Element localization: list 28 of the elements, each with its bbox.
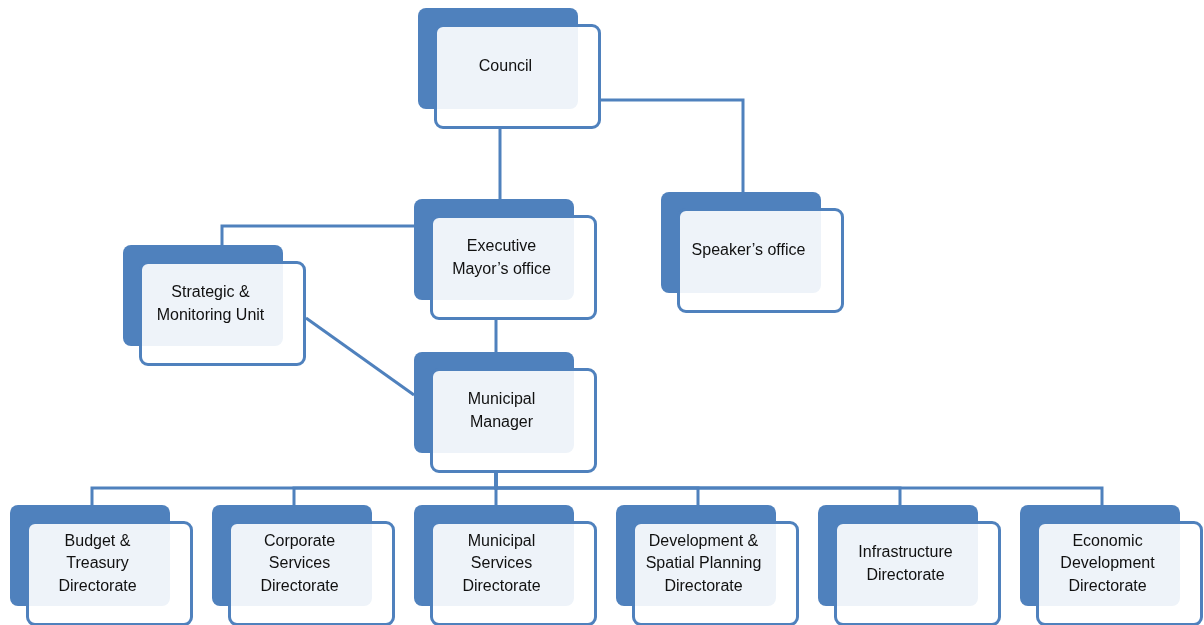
org-unit-box <box>414 352 597 473</box>
org-unit-box <box>1020 505 1203 625</box>
unit-name: Speaker’s office <box>690 240 807 261</box>
org-unit-box <box>616 505 799 625</box>
connector-line <box>494 320 498 352</box>
org-unit-box <box>414 199 597 320</box>
unit-name: Municipal Manager <box>466 389 537 432</box>
unit-name: Strategic & Monitoring Unit <box>155 282 266 325</box>
unit-name: Corporate Services Directorate <box>259 530 340 596</box>
org-unit-box <box>414 505 597 625</box>
org-unit-box <box>818 505 1001 625</box>
unit-name: Council <box>477 56 534 77</box>
connector-line <box>601 98 745 192</box>
connector-line <box>220 224 414 245</box>
connector-line <box>305 316 415 397</box>
unit-name: Economic Development Directorate <box>1059 530 1156 596</box>
unit-name: Executive Mayor’s office <box>451 236 552 279</box>
connector-line <box>494 473 1104 505</box>
org-unit-box <box>418 8 601 129</box>
org-unit-box <box>10 505 193 625</box>
unit-name: Infrastructure Directorate <box>857 542 954 585</box>
connector-line <box>498 129 502 199</box>
unit-name: Development & Spatial Planning Directorate <box>644 530 763 596</box>
org-unit-box <box>123 245 306 366</box>
org-unit-box <box>212 505 395 625</box>
org-unit-box <box>661 192 844 313</box>
unit-name: Budget & Treasury Directorate <box>57 530 138 596</box>
unit-name: Municipal Services Directorate <box>461 530 542 596</box>
